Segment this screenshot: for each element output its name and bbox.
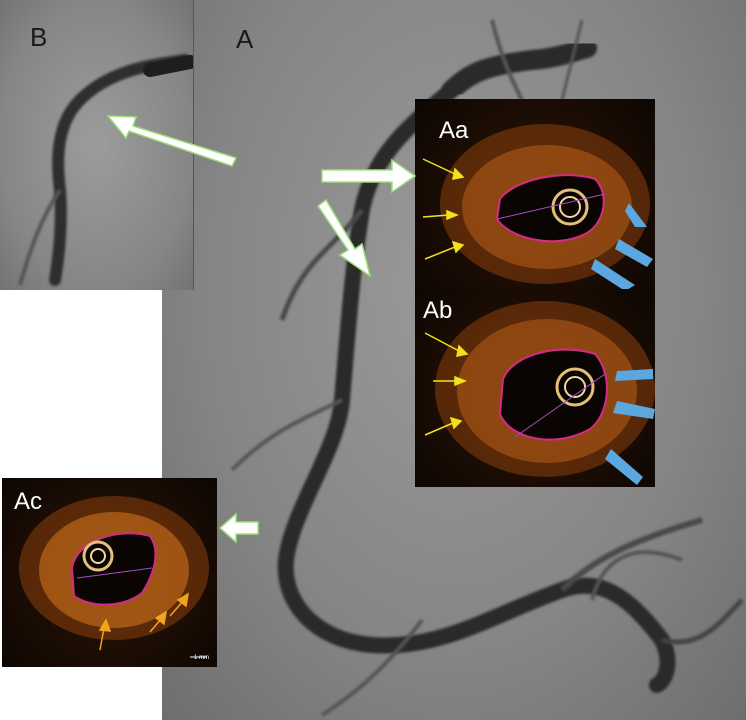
oct-panel-ab: Ab [415, 289, 655, 487]
angiogram-panel-b: B [0, 0, 194, 290]
oct-image-ab [424, 301, 655, 485]
angiogram-b-vessels [18, 54, 193, 286]
blue-arrow-icon [591, 203, 653, 289]
oct-image-ac [19, 496, 209, 658]
panel-label-ac: Ac [14, 488, 43, 515]
panel-label-ab: Ab [423, 297, 453, 324]
oct-panel-aa: Aa [415, 99, 655, 289]
yellow-arrow-icon [422, 158, 465, 260]
panel-label-a: A [236, 24, 254, 54]
yellow-arrow-icon [424, 332, 469, 436]
blue-arrow-icon [605, 369, 655, 485]
oct-panel-ac: Ac 1 mm [2, 478, 217, 667]
panel-label-b: B [30, 22, 48, 52]
oct-image-aa [422, 124, 653, 289]
orange-arrow-icon [98, 592, 190, 651]
scale-bar-label: 1 mm [194, 655, 209, 661]
panel-label-aa: Aa [439, 117, 469, 144]
